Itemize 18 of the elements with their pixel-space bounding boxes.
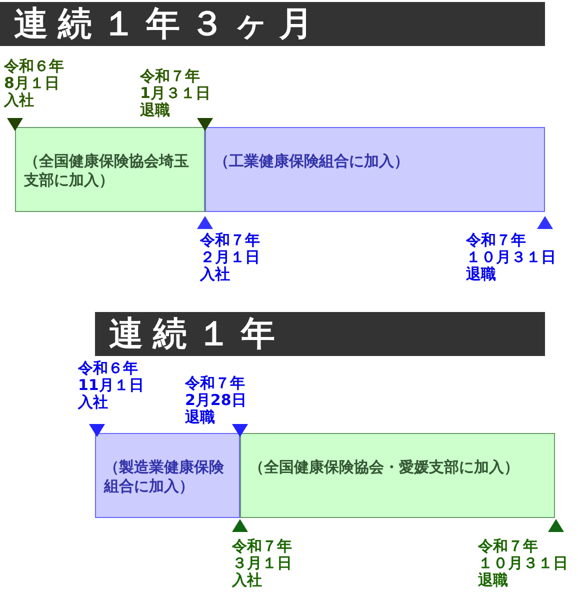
period-bar (95, 433, 240, 518)
insurance-note: （製造業健康保険組合に加入） (104, 458, 225, 496)
period-bar (205, 127, 545, 212)
date-label: 令和７年１０月３１日退職 (478, 538, 568, 589)
insurance-note: （全国健康保険協会・愛媛支部に加入） (249, 458, 520, 477)
date-label: 令和７年2月28日退職 (185, 375, 246, 426)
insurance-note: （全国健康保険協会埼玉支部に加入） (24, 152, 190, 190)
date-label: 令和７年１０月３１日退職 (466, 232, 556, 283)
insurance-note: （工業健康保険組合に加入） (214, 152, 410, 171)
period-bar (240, 433, 555, 518)
date-label: 令和６年11月１日入社 (78, 360, 144, 411)
title-banner: 連続１年３ヶ月 (0, 2, 545, 46)
title-banner: 連続１年 (95, 312, 545, 356)
date-label: 令和７年1月３１日退職 (140, 68, 210, 119)
date-label: 令和７年３月１日入社 (232, 538, 292, 589)
date-label: 令和７年２月１日入社 (200, 232, 260, 283)
date-label: 令和６年8月１日入社 (4, 58, 64, 109)
period-bar (15, 127, 205, 212)
